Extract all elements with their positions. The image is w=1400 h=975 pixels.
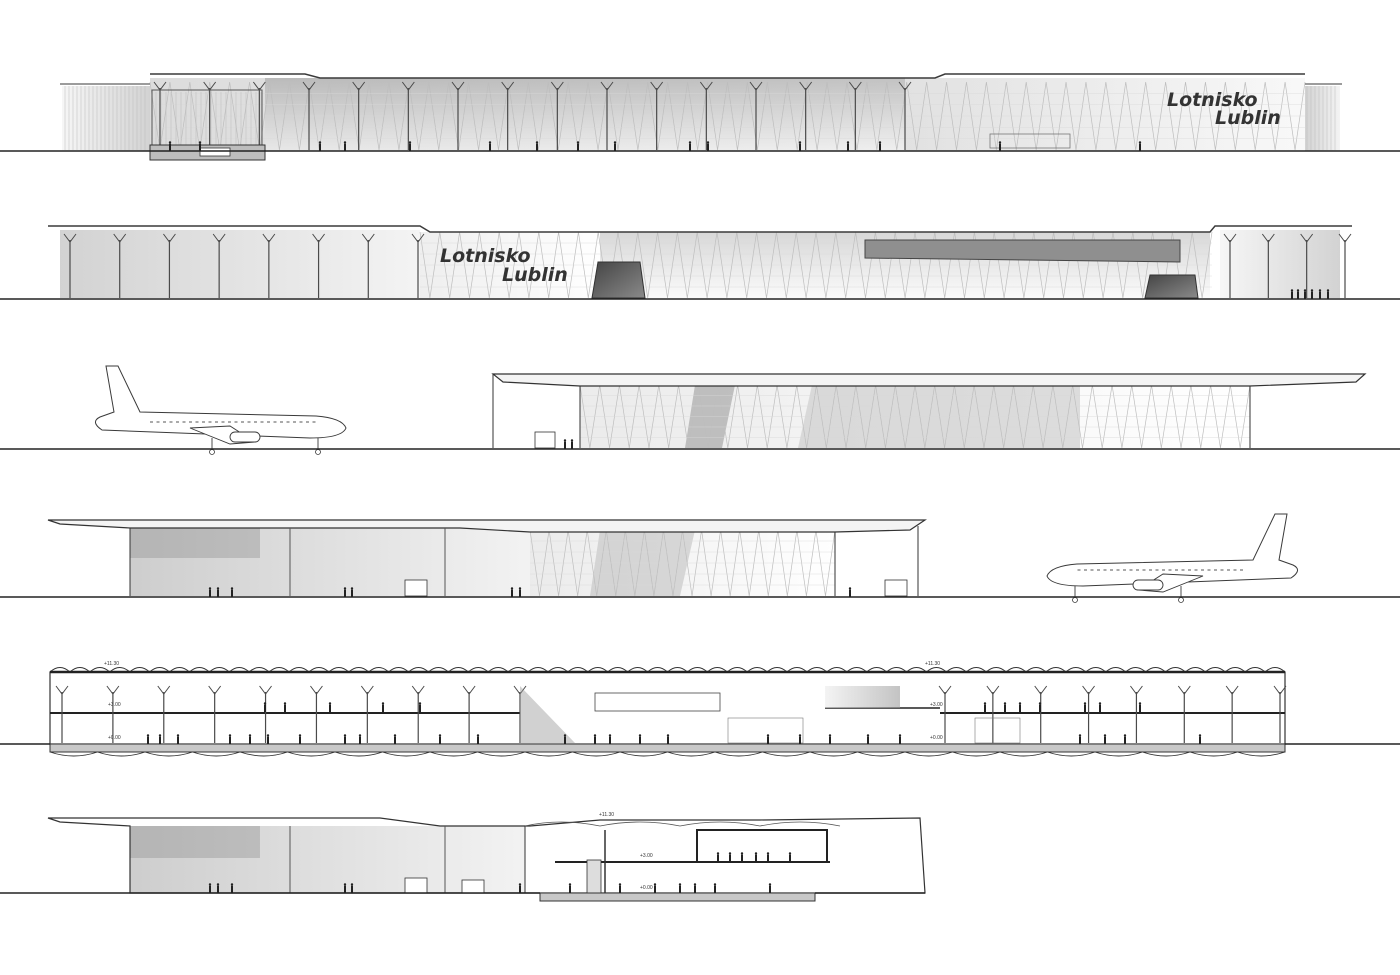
section-cross: +11.30 +3.00 +0.00	[0, 812, 926, 902]
elevation-west	[0, 365, 1400, 455]
level-first-floor-right: +3.00	[930, 702, 943, 708]
level-ground-floor-cross: +0.00	[640, 885, 653, 891]
level-ground-floor: +0.00	[108, 735, 121, 741]
logo-line2-north: Lublin	[1215, 107, 1281, 129]
logo-line1-north: Lotnisko	[1167, 89, 1258, 111]
elevation-north: Lotnisko Lublin	[0, 73, 1400, 161]
level-first-floor: +3.00	[108, 702, 121, 708]
logo-line1-south: Lotnisko	[440, 245, 531, 267]
elevation-south: Lotnisko Lublin	[0, 225, 1400, 300]
level-roof-right: +11.30	[925, 661, 940, 667]
level-ground-floor-right: +0.00	[930, 735, 943, 741]
level-first-floor-cross: +3.00	[640, 853, 653, 859]
logo-line2-south: Lublin	[502, 264, 568, 286]
level-roof-cross: +11.30	[599, 812, 614, 818]
level-roof-left: +11.30	[104, 661, 119, 667]
section-longitudinal: +11.30 +11.30 +3.00 +0.00 +3.00 +0.00	[0, 661, 1400, 757]
elevation-east	[0, 513, 1400, 603]
